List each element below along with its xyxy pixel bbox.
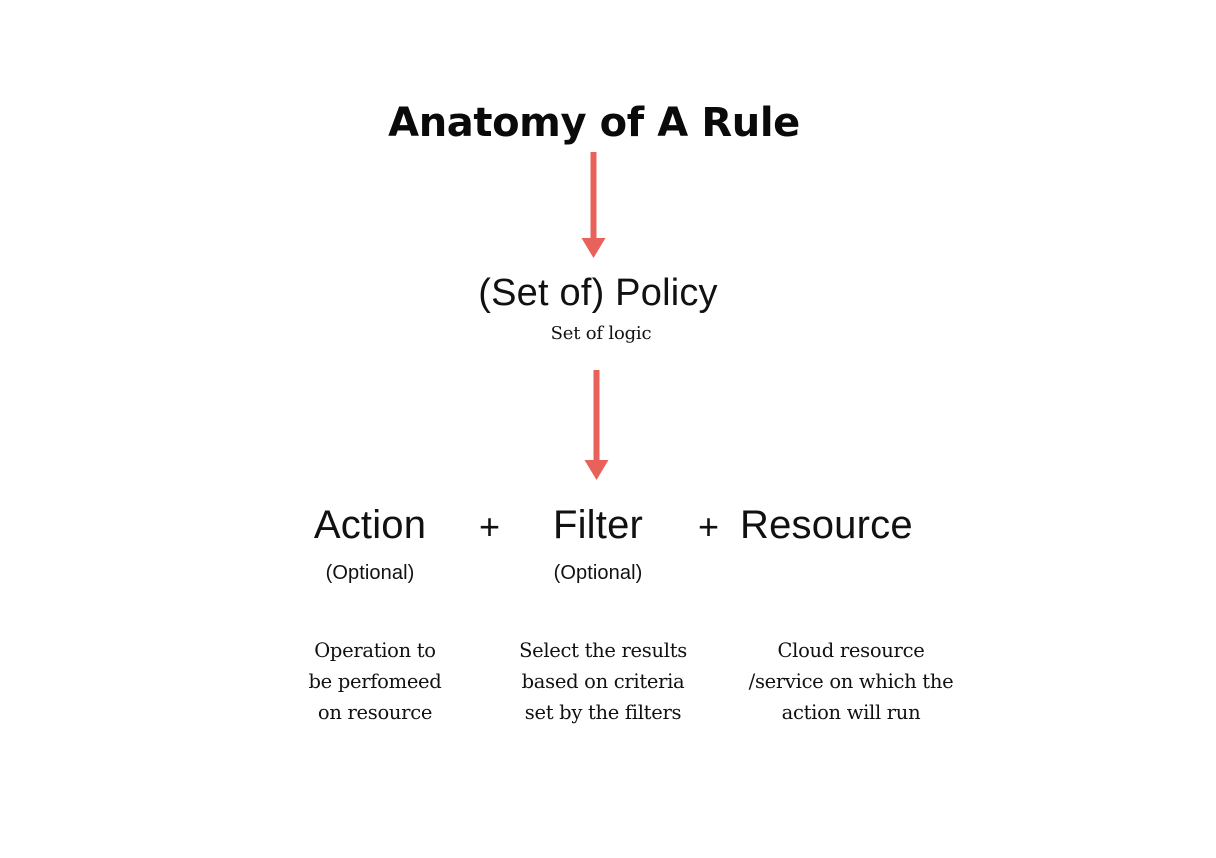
policy-subtitle: Set of logic: [550, 323, 652, 344]
arrow-down-policy-to-components: [584, 370, 609, 480]
description-filter: Select the results based on criteria set…: [503, 635, 703, 728]
description-filter-line-2: based on criteria: [521, 670, 685, 693]
page-title: Anatomy of A Rule: [388, 100, 800, 146]
optional-label-action: (Optional): [325, 562, 415, 584]
component-term-resource: Resource: [740, 503, 913, 547]
description-resource-line-3: action will run: [781, 701, 921, 724]
plus-operator-2: +: [698, 506, 720, 547]
description-action-line-1: Operation to: [314, 639, 436, 662]
description-action: Operation to be perfomeed on resource: [275, 635, 475, 728]
components-row: Action + Filter + Resource: [0, 503, 1216, 557]
component-term-action: Action: [313, 503, 427, 547]
description-resource-line-2: /service on which the: [748, 670, 954, 693]
component-term-filter: Filter: [552, 503, 644, 547]
arrow-down-title-to-policy: [581, 152, 606, 258]
plus-operator-1: +: [479, 506, 501, 547]
description-filter-line-3: set by the filters: [524, 701, 682, 724]
policy-label: (Set of) Policy: [478, 272, 718, 314]
optional-label-filter: (Optional): [553, 562, 643, 584]
description-resource-line-1: Cloud resource: [777, 639, 925, 662]
description-filter-line-1: Select the results: [519, 639, 687, 662]
description-action-line-3: on resource: [317, 701, 433, 724]
description-resource: Cloud resource /service on which the act…: [731, 635, 971, 728]
description-action-line-2: be perfomeed: [308, 670, 442, 693]
